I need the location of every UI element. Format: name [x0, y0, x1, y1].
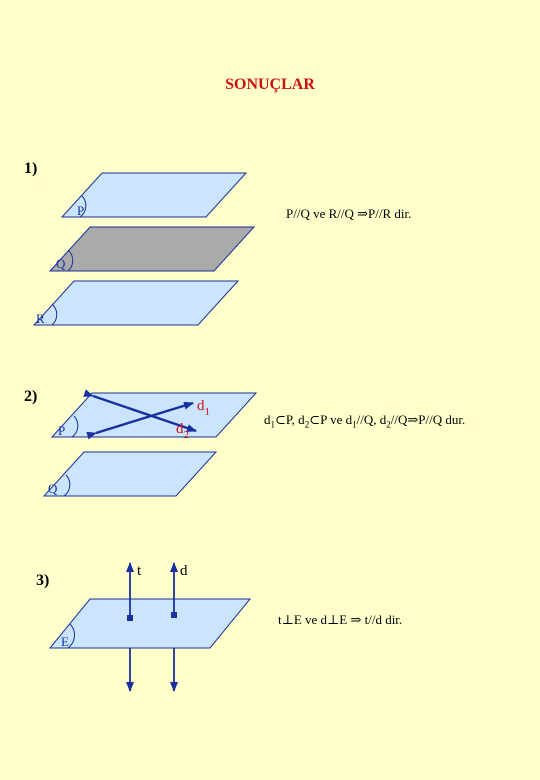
plane-p-angle-arc — [79, 195, 87, 218]
line-d2-arrow — [86, 401, 194, 440]
plane-p-label: P — [77, 203, 84, 218]
line-d-foot-point — [171, 612, 177, 618]
section-3-statement: t⊥E ve d⊥E ⇒ t//d dir. — [278, 612, 403, 627]
plane-r-angle-arc — [51, 303, 58, 326]
plane-p — [60, 172, 248, 218]
page-title: SONUÇLAR — [225, 76, 315, 93]
plane-r-label: R — [36, 311, 45, 326]
section-3-number: 3) — [36, 572, 50, 589]
plane-e-angle-arc — [67, 623, 75, 649]
line-d2-label: d2 — [176, 421, 189, 441]
plane-e-label: E — [61, 634, 69, 649]
plane-p-2-label: P — [58, 423, 65, 438]
plane-e — [48, 598, 252, 649]
section-2-statement: d1⊂P, d2⊂P ve d1//Q, d2//Q⇒P//Q dur. — [264, 412, 466, 430]
plane-q-2-label: Q — [48, 481, 58, 496]
section-1-statement: P//Q ve R//Q ⇒P//R dir. — [286, 206, 412, 221]
line-t-foot-point — [127, 615, 133, 621]
plane-q-2 — [42, 451, 218, 497]
plane-r — [32, 280, 240, 326]
plane-q — [48, 226, 256, 272]
plane-q-label: Q — [56, 256, 66, 271]
line-t-label: t — [137, 563, 142, 579]
plane-q-angle-arc — [67, 249, 74, 272]
plane-q-2-angle-arc — [63, 474, 71, 497]
section-2-number: 2) — [24, 388, 38, 405]
line-d1-label: d1 — [197, 398, 210, 418]
plane-p-2-angle-arc — [71, 415, 79, 438]
section-1-number: 1) — [24, 160, 38, 177]
line-d-label: d — [180, 563, 188, 579]
